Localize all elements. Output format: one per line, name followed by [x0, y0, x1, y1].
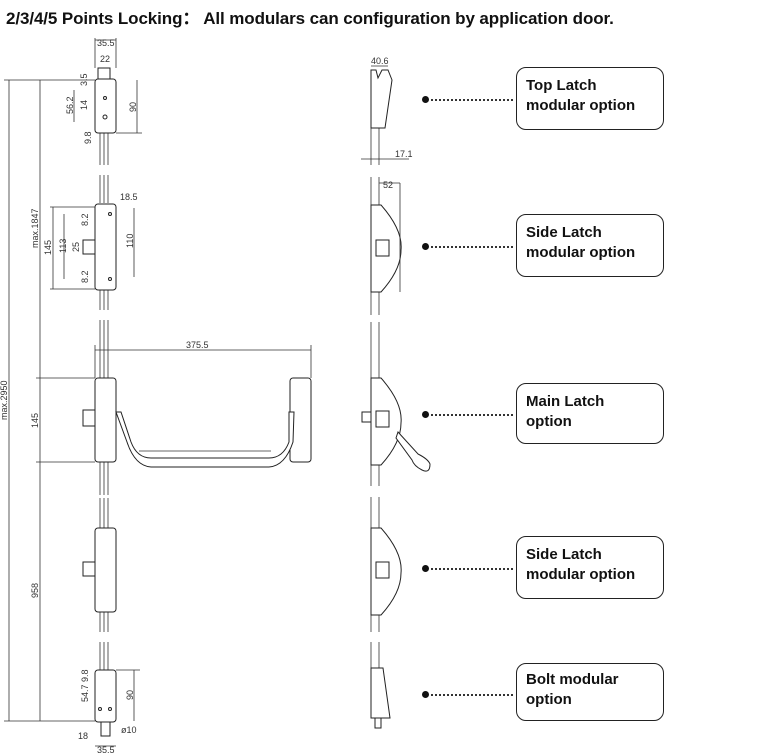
main-latch-module — [94, 377, 117, 463]
dim-bolt-width: 35.5 — [97, 745, 115, 755]
bolt-module — [94, 669, 117, 723]
dim-bolt-diameter: ø10 — [121, 725, 137, 735]
dim-bar-length: 375.5 — [186, 340, 209, 350]
side-latch-profile-latch — [375, 239, 390, 257]
callout-line: Main Latch — [526, 393, 605, 410]
lower-side-latch-profile-latch — [375, 561, 390, 579]
callout-lower-side-latch: Side Latch modular option — [516, 536, 664, 599]
top-latch-module — [94, 78, 117, 134]
callout-dot-icon — [422, 243, 429, 250]
dim-side-18-5: 18.5 — [120, 192, 138, 202]
page-title: 2/3/4/5 Points Locking： All modulars can… — [6, 9, 614, 28]
callout-line: modular option — [526, 244, 636, 261]
callout-dot-icon — [422, 691, 429, 698]
side-view: 40.6 17.1 52 — [361, 56, 431, 729]
dim-top-9-8: 9.8 — [83, 131, 93, 144]
dim-side-40-6: 40.6 — [371, 56, 389, 66]
vertical-rods — [99, 133, 109, 670]
dim-top-width: 35.5 — [97, 38, 115, 48]
dim-side-8-2-bottom: 8.2 — [80, 270, 90, 283]
dim-bolt-18: 18 — [78, 731, 88, 741]
dim-top-90: 90 — [128, 102, 138, 112]
dim-side-110: 110 — [125, 234, 135, 248]
dim-main-145: 145 — [30, 413, 40, 428]
callout-leader — [431, 414, 513, 416]
callout-line: option — [526, 691, 572, 708]
dim-side-52: 52 — [383, 180, 393, 190]
callout-leader — [431, 694, 513, 696]
dim-top-knob: 22 — [100, 54, 110, 64]
callout-leader — [431, 246, 513, 248]
push-bar — [115, 411, 295, 468]
callout-leader — [431, 568, 513, 570]
dim-side-17-1: 17.1 — [395, 149, 413, 159]
dim-side-145: 145 — [43, 240, 53, 255]
callout-bolt: Bolt modular option — [516, 663, 664, 721]
dim-bolt-9-8: 9.8 — [80, 669, 90, 682]
callout-line: Side Latch — [526, 546, 602, 563]
dim-top-56-2: 56.2 — [65, 96, 75, 114]
callout-top-latch: Top Latch modular option — [516, 67, 664, 130]
side-latch-module — [94, 203, 117, 291]
dim-max-2950: max.2950 — [0, 380, 9, 420]
front-view: 35.5 22 3.5 56.2 14 9.8 90 18.5 8.2 8.2 … — [0, 38, 312, 755]
bolt-profile — [370, 667, 391, 719]
dimension-lines — [4, 38, 312, 747]
callout-line: Bolt modular — [526, 671, 619, 688]
dim-958: 958 — [30, 583, 40, 598]
callout-line: Top Latch — [526, 77, 597, 94]
dim-max-1847: max.1847 — [30, 208, 40, 248]
dim-side-113: 113 — [58, 239, 68, 253]
callout-main-latch: Main Latch option — [516, 383, 664, 444]
dim-bolt-54-7: 54.7 — [80, 684, 90, 702]
main-latch-bolt — [82, 409, 96, 427]
lower-side-latch-module — [94, 527, 117, 613]
callout-line: modular option — [526, 97, 636, 114]
dim-top-3-5: 3.5 — [79, 73, 89, 86]
top-latch-profile — [370, 69, 393, 129]
lower-side-latch-bolt — [82, 561, 96, 577]
callout-line: option — [526, 413, 572, 430]
bolt-pin — [100, 721, 111, 737]
dim-side-25: 25 — [71, 242, 81, 252]
callout-leader — [431, 99, 513, 101]
bolt-profile-pin — [374, 717, 382, 729]
main-latch-lever — [395, 431, 431, 472]
top-latch-knob — [97, 67, 111, 80]
callout-dot-icon — [422, 411, 429, 418]
side-latch-bolt — [82, 239, 96, 255]
callout-dot-icon — [422, 96, 429, 103]
callout-line: modular option — [526, 566, 636, 583]
dim-bolt-90: 90 — [125, 690, 135, 700]
main-latch-profile-latch — [375, 410, 390, 428]
dim-top-14: 14 — [79, 100, 89, 110]
main-latch-profile-bolt — [361, 411, 372, 423]
callout-dot-icon — [422, 565, 429, 572]
callout-line: Side Latch — [526, 224, 602, 241]
dim-side-8-2-top: 8.2 — [80, 213, 90, 226]
callout-side-latch: Side Latch modular option — [516, 214, 664, 277]
